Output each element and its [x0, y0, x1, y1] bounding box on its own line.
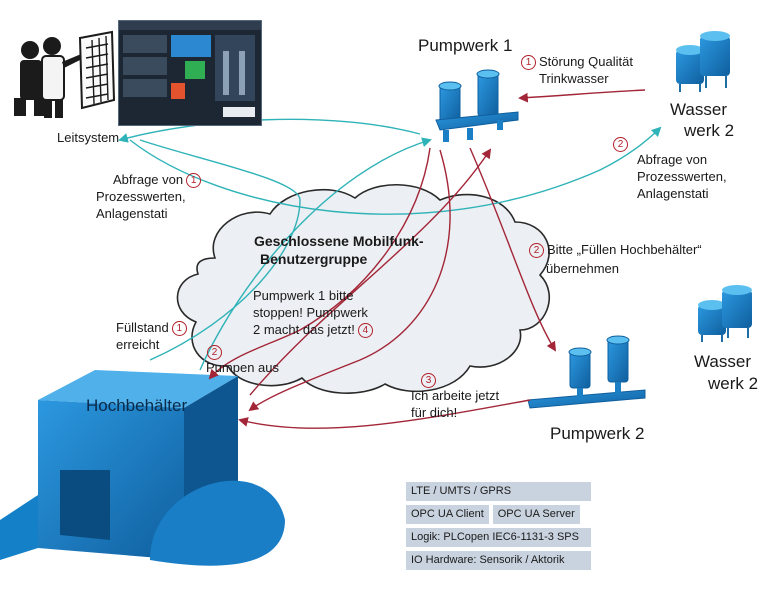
abfrage-right-line-3: Anlagenstati [637, 186, 709, 201]
pumpwerk-1-label: Pumpwerk 1 [418, 36, 513, 55]
abfrage-right-line-1: Abfrage von [637, 152, 708, 167]
step-number: 1 [171, 321, 187, 336]
cloud-message-line-1: Pumpwerk 1 bitte [253, 288, 354, 303]
screen-tile [123, 57, 167, 75]
stoerung-line-2: Trinkwasser [539, 71, 609, 86]
abfrage-right-line-2: Prozesswerten, [637, 169, 727, 184]
fuellstand-line-2: erreicht [116, 337, 160, 352]
wasserwerk-bottom-label-2: werk 2 [708, 374, 759, 393]
screen-tile [171, 35, 211, 57]
leitsystem-label: Leitsystem [57, 130, 120, 145]
pumpwerk-1-equipment [435, 69, 519, 142]
legend-cell-logic: Logik: PLCopen IEC6-1131-3 SPS [406, 528, 591, 547]
ich-arbeite-line-2: für dich! [411, 405, 458, 420]
red-arrows [208, 89, 646, 429]
cloud-message-line-3: 2 macht das jetzt!4 [253, 322, 376, 338]
screen-tile [185, 61, 205, 79]
fuellstand-text: Füllstand [116, 320, 169, 335]
wasserwerk-top-label-2: werk 2 [684, 121, 735, 140]
legend-cell-opc-server: OPC UA Server [492, 505, 580, 524]
legend-cell-opc-client: OPC UA Client [406, 505, 489, 524]
legend-cell-io: IO Hardware: Sensorik / Aktorik [406, 551, 591, 570]
step-number: 2 [529, 243, 544, 258]
screen-tile [223, 107, 255, 117]
pumpwerk-2-equipment [527, 335, 646, 409]
hochbehaelter-label: Hochbehälter [86, 396, 188, 415]
hochbehaelter-building [0, 370, 285, 566]
legend-row: LTE / UMTS / GPRS [406, 482, 592, 501]
operators-illustration [14, 37, 88, 118]
abfrage-right-step: 2 [610, 136, 631, 152]
pumpwerk-2-label: Pumpwerk 2 [550, 424, 645, 443]
protocol-stack-legend: LTE / UMTS / GPRS OPC UA Client OPC UA S… [406, 482, 592, 574]
abfrage-left-text: Abfrage von [113, 172, 184, 187]
legend-row: OPC UA Client OPC UA Server [406, 505, 592, 524]
step-number: 2 [613, 137, 628, 152]
ich-arbeite-line-1: Ich arbeite jetzt [411, 388, 500, 403]
step-number: 3 [421, 373, 436, 388]
mobile-network-cloud [176, 183, 551, 394]
abfrage-left-line-2: Prozesswerten, [96, 189, 186, 204]
pumpen-aus-message: 2 [204, 344, 225, 360]
cloud-title-line-2: Benutzergruppe [260, 251, 368, 267]
cloud-title-line-1: Geschlossene Mobilfunk- [254, 233, 424, 249]
fuellen-line-2: übernehmen [546, 261, 619, 276]
operator-panel-grid [78, 30, 116, 110]
water-tanks-bottom [698, 285, 752, 342]
screen-tile [223, 51, 229, 95]
step-number-4: 4 [357, 323, 373, 338]
step-number: 2 [207, 345, 222, 360]
screen-tile [123, 35, 167, 53]
fuellen-line-1: Bitte „Füllen Hochbehälter“ [547, 242, 702, 257]
legend-cell-network: LTE / UMTS / GPRS [406, 482, 591, 501]
pumpen-aus-text: Pumpen aus [206, 360, 279, 375]
teal-arrows [118, 118, 662, 371]
leitsystem-screen [118, 20, 262, 126]
screen-tile [239, 51, 245, 95]
abfrage-left-line-3: Anlagenstati [96, 206, 168, 221]
water-tanks-top [676, 31, 730, 92]
step-number: 1 [521, 55, 536, 70]
cloud-message-text: 2 macht das jetzt! [253, 322, 355, 337]
legend-row: Logik: PLCopen IEC6-1131-3 SPS [406, 528, 592, 547]
screen-tile [123, 79, 167, 97]
wasserwerk-top-label-1: Wasser [670, 100, 727, 119]
screen-titlebar [119, 21, 261, 30]
wasserwerk-bottom-label-1: Wasser [694, 352, 751, 371]
ich-arbeite-step: 3 [418, 372, 439, 388]
stoerung-line-1: Störung Qualität [539, 54, 633, 69]
step-number: 1 [186, 173, 202, 188]
legend-row: IO Hardware: Sensorik / Aktorik [406, 551, 592, 570]
screen-tile [171, 83, 185, 99]
cloud-message-line-2: stoppen! Pumpwerk [253, 305, 368, 320]
screen-tile [215, 35, 255, 101]
